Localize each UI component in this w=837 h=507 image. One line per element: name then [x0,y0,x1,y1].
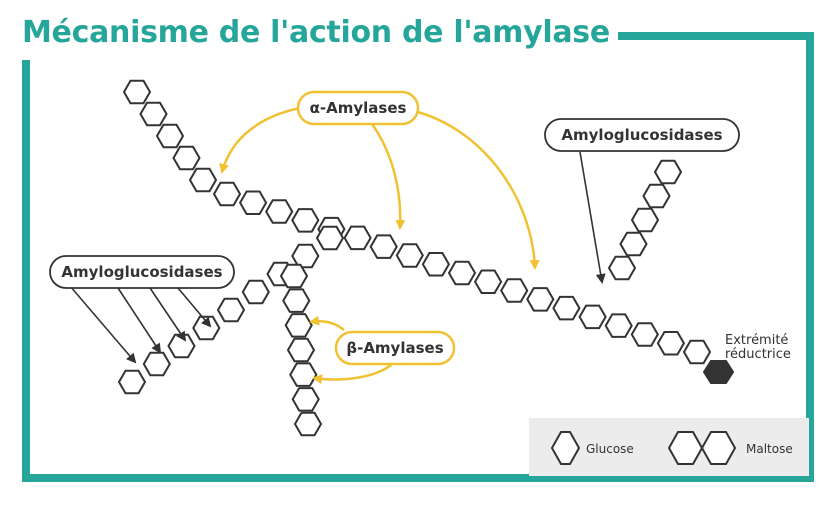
beta-amylase-arrows [309,315,393,385]
legend-maltose-label: Maltose [746,442,793,456]
amyloglucosidase-top-label: Amyloglucosidases [544,118,740,152]
legend: Glucose Maltose [529,418,809,476]
reducing-end-label-line1: Extrémité [725,333,788,348]
main-chain-glucose [212,181,242,207]
amyloglucosidase-arrows [69,151,606,364]
left-branch-glucose [315,225,345,251]
alpha-label-text: α-Amylases [310,99,407,117]
left-branch-glucose [167,333,196,359]
left-branch-glucose [142,351,171,377]
page-title: Mécanisme de l'action de l'amylase [22,14,618,52]
frame-border [22,32,814,482]
amyloglucosidase-left-label: Amyloglucosidases [49,255,235,289]
main-chain-glucose [682,339,712,365]
main-chain-glucose [155,123,185,149]
main-chain-glucose [139,101,168,127]
vertical-branch-glucose [289,362,318,387]
main-chain-glucose [526,287,555,312]
amylo-left-text: Amyloglucosidases [61,263,222,281]
vertical-branch-glucose [291,387,320,412]
vertical-branch-glucose [284,313,313,338]
alpha-amylase-arrows [219,106,540,270]
legend-maltose-hexagon-2 [700,431,737,465]
left-branch-glucose [241,279,270,305]
main-chain-glucose [291,208,320,233]
main-chain-glucose [122,79,152,105]
main-chain-glucose [578,304,607,330]
alpha-arrow-left [219,106,301,174]
beta-amylase-label: β-Amylases [334,330,456,366]
reducing-end-hexagon [702,360,735,384]
amylo-left-arrow-4 [177,287,212,328]
main-chain-glucose [656,331,686,356]
vertical-branch-glucose [286,337,316,363]
main-chain-glucose [265,199,294,224]
glucose-chains [117,79,712,437]
amylo-left-arrow-2 [117,287,162,354]
amylo-left-arrow-1 [69,285,137,364]
right-branch-glucose [619,231,648,257]
alpha-arrow-right [417,110,540,270]
legend-glucose-hexagon [550,431,581,465]
left-branch-glucose [192,315,221,341]
amylo-top-arrow [579,151,606,284]
alpha-amylase-label: α-Amylases [296,90,420,126]
amylo-left-pill [49,255,235,289]
main-chain-glucose [172,145,201,171]
main-chain-glucose [188,167,218,193]
beta-label-text: β-Amylases [346,339,443,357]
right-branch-glucose [642,183,671,209]
main-chain-glucose [630,322,659,347]
vertical-branch-glucose [293,411,323,437]
left-branch-glucose [216,297,246,323]
main-chain-glucose [395,243,424,268]
main-chain-glucose [421,252,451,277]
amylo-top-pill [544,118,740,152]
alpha-arrow-middle [370,123,406,230]
beta-label-pill [334,330,456,366]
right-branch-glucose [653,159,683,185]
beta-arrow-lower [312,363,393,385]
main-chain-glucose [604,313,633,338]
main-chain-glucose [369,234,398,259]
main-chain-glucose [500,278,529,303]
left-branch-glucose [291,243,320,269]
reducing-end-label-line2: réductrice [725,347,791,362]
vertical-branch-glucose [282,288,311,313]
right-branch-glucose [630,207,660,233]
alpha-label-pill [296,90,420,126]
legend-maltose-hexagon-1 [667,431,704,465]
main-chain-glucose [447,260,477,286]
amylo-left-arrow-3 [149,287,187,342]
amylo-top-text: Amyloglucosidases [561,126,722,144]
main-chain-glucose [238,190,268,215]
vertical-branch-glucose [279,263,309,289]
legend-glucose-label: Glucose [586,442,634,456]
main-chain-glucose [552,295,581,321]
left-branch-glucose [117,369,147,395]
beta-arrow-upper [309,315,345,331]
main-chain-glucose [473,269,503,294]
main-chain-glucose [343,225,372,251]
right-branch-glucose [607,255,637,281]
